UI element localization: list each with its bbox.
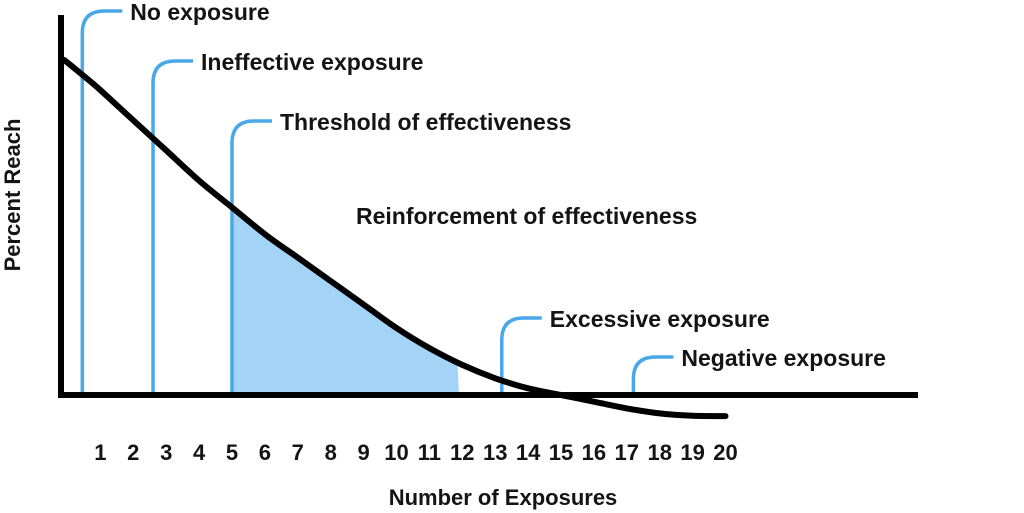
annotation-label-excessive-exposure: Excessive exposure [550,306,770,332]
marker-lines-layer [80,9,674,392]
x-tick-label: 4 [193,440,206,465]
x-tick-label: 16 [582,440,606,465]
x-tick-label: 9 [357,440,369,465]
x-tick-label: 3 [160,440,172,465]
x-tick-label: 1 [94,440,106,465]
x-tick-label: 12 [450,440,474,465]
annotation-label-reinforcement-of-effectiveness: Reinforcement of effectiveness [356,203,697,229]
y-axis-title: Percent Reach [0,119,25,272]
marker-line-threshold-of-effectiveness [230,119,272,392]
marker-line-ineffective-exposure [151,59,194,392]
marker-line-no-exposure [80,9,123,392]
annotation-label-no-exposure: No exposure [130,0,269,25]
x-tick-label: 13 [483,440,507,465]
x-tick-label: 5 [226,440,238,465]
x-tick-label: 17 [615,440,639,465]
annotation-label-negative-exposure: Negative exposure [681,345,886,371]
marker-line-excessive-exposure [500,316,542,392]
x-tick-label: 20 [713,440,737,465]
x-tick-label: 2 [127,440,139,465]
x-tick-label: 10 [384,440,408,465]
reach-curve [61,57,729,420]
x-tick-label: 19 [680,440,704,465]
x-tick-label: 18 [647,440,671,465]
x-tick-label: 15 [549,440,573,465]
x-tick-label: 7 [292,440,304,465]
annotation-label-ineffective-exposure: Ineffective exposure [201,49,423,75]
marker-line-negative-exposure [631,355,674,392]
x-tick-label: 14 [516,440,541,465]
x-tick-label: 6 [259,440,271,465]
x-axis-title: Number of Exposures [389,485,618,510]
x-tick-label: 11 [418,440,441,465]
curve-layer [61,57,729,420]
axes-layer [58,15,918,398]
annotation-label-threshold-of-effectiveness: Threshold of effectiveness [280,109,571,135]
x-tick-label: 8 [325,440,337,465]
